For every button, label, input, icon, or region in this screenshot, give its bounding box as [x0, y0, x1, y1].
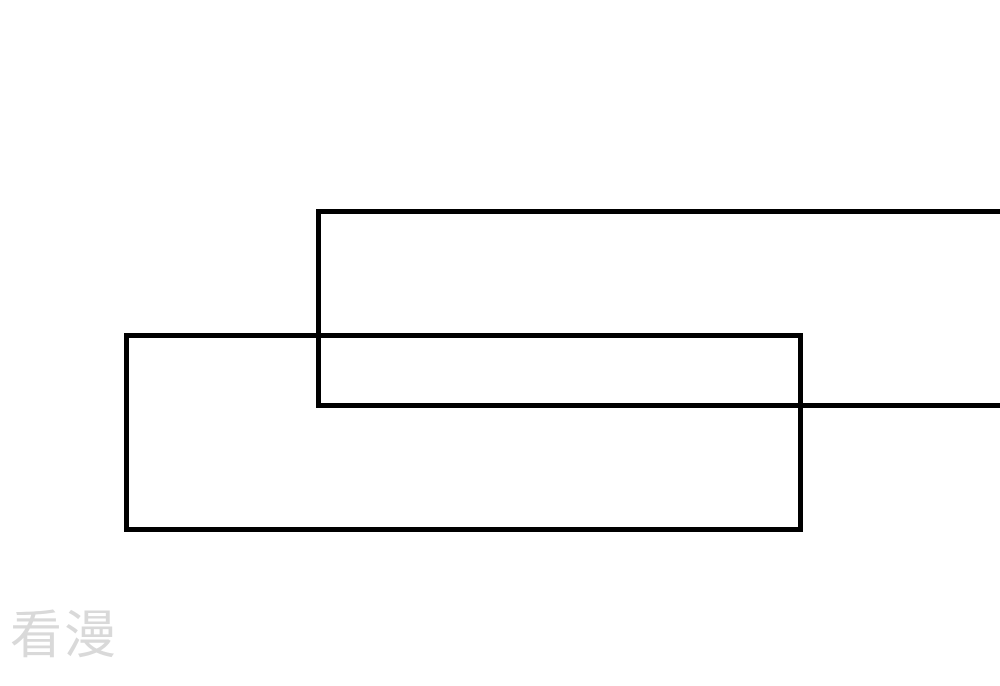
upper-right-rectangle-frame: [316, 209, 1000, 408]
watermark-text: 看漫: [10, 606, 119, 666]
lower-left-rectangle-frame: [124, 333, 803, 532]
